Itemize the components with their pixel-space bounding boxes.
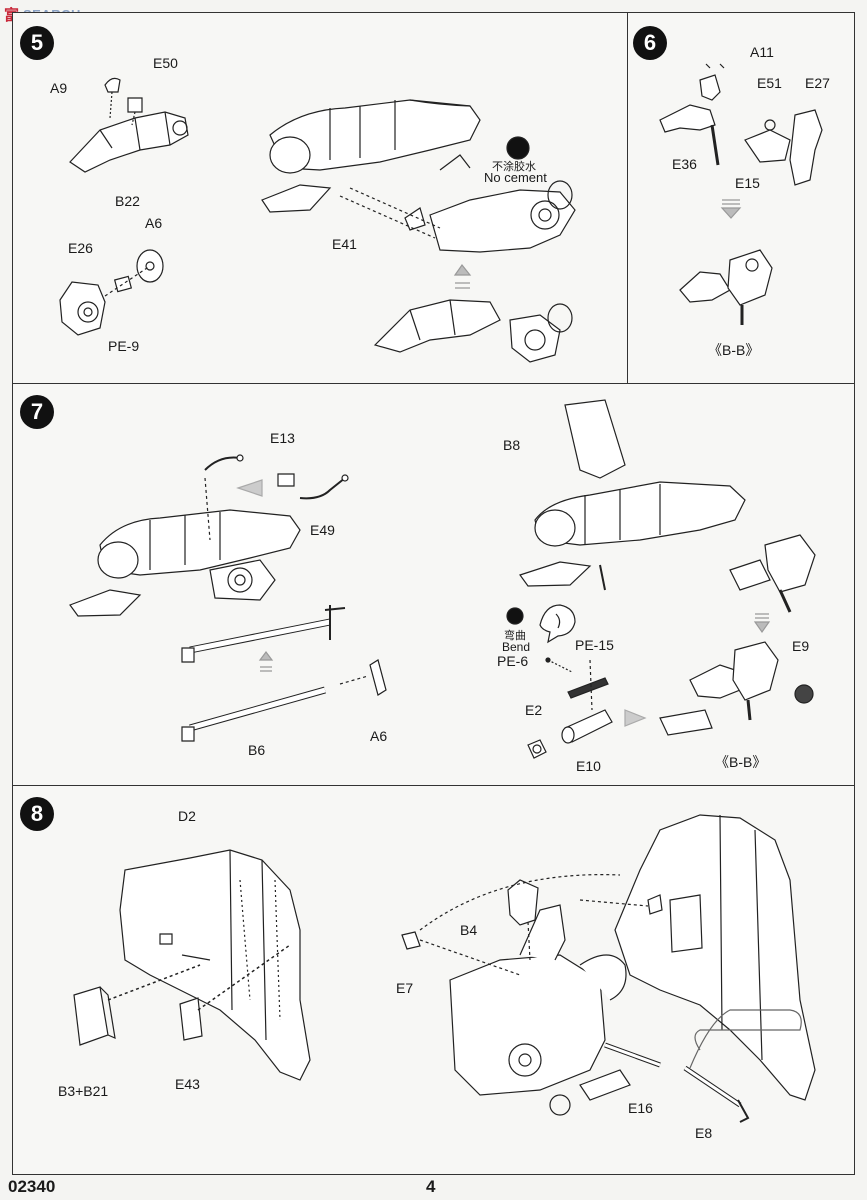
step-6-number: 6: [633, 26, 667, 60]
bend-note-cn: 弯曲: [504, 630, 526, 642]
part-label-b3-b21: B3+B21: [58, 1083, 109, 1099]
part-label-b8: B8: [503, 437, 521, 453]
step-7-panel: [12, 383, 855, 786]
part-label-a6: A6: [145, 215, 163, 231]
part-label-e27: E27: [805, 75, 830, 91]
no-cement-note-cn: 不涂胶水: [492, 161, 536, 173]
part-label-e16: E16: [628, 1100, 653, 1116]
view-label-b-b-step7: 《B-B》: [715, 754, 767, 770]
part-label-e50: E50: [153, 55, 178, 71]
part-label-e2: E2: [525, 702, 543, 718]
part-label-pe6: PE-6: [497, 653, 529, 669]
part-label-a9: A9: [50, 80, 68, 96]
part-label-pe15: PE-15: [575, 637, 614, 653]
part-label-a6: A6: [370, 728, 388, 744]
no-cement-note-en: No cement: [484, 170, 547, 185]
part-label-e26: E26: [68, 240, 93, 256]
part-label-e9: E9: [792, 638, 810, 654]
part-label-pe9: PE-9: [108, 338, 140, 354]
step-8-drawings: [74, 815, 815, 1122]
step-5-drawings: [60, 78, 575, 362]
part-label-e36: E36: [672, 156, 697, 172]
part-label-b4: B4: [460, 922, 478, 938]
step-6-drawings: [660, 64, 822, 325]
part-label-e51: E51: [757, 75, 782, 91]
part-label-e15: E15: [735, 175, 760, 191]
part-label-e41: E41: [332, 236, 357, 252]
step-5-number: 5: [20, 26, 54, 60]
page-number: 4: [426, 1177, 436, 1196]
view-label-b-b: 《B-B》: [708, 342, 760, 358]
part-label-a11: A11: [750, 44, 774, 60]
part-label-e13: E13: [270, 430, 295, 446]
bend-note-en: Bend: [502, 640, 531, 654]
product-code: 02340: [8, 1177, 56, 1196]
part-label-e7: E7: [396, 980, 414, 996]
step-8-number: 8: [20, 797, 54, 831]
part-label-b6: B6: [248, 742, 266, 758]
part-label-e8: E8: [695, 1125, 713, 1141]
part-label-d2: D2: [178, 808, 196, 824]
part-label-e49: E49: [310, 522, 335, 538]
step-7-drawings: [70, 400, 815, 758]
part-label-b22: B22: [115, 193, 140, 209]
part-label-e10: E10: [576, 758, 601, 774]
step-7-number: 7: [20, 395, 54, 429]
part-label-e43: E43: [175, 1076, 200, 1092]
